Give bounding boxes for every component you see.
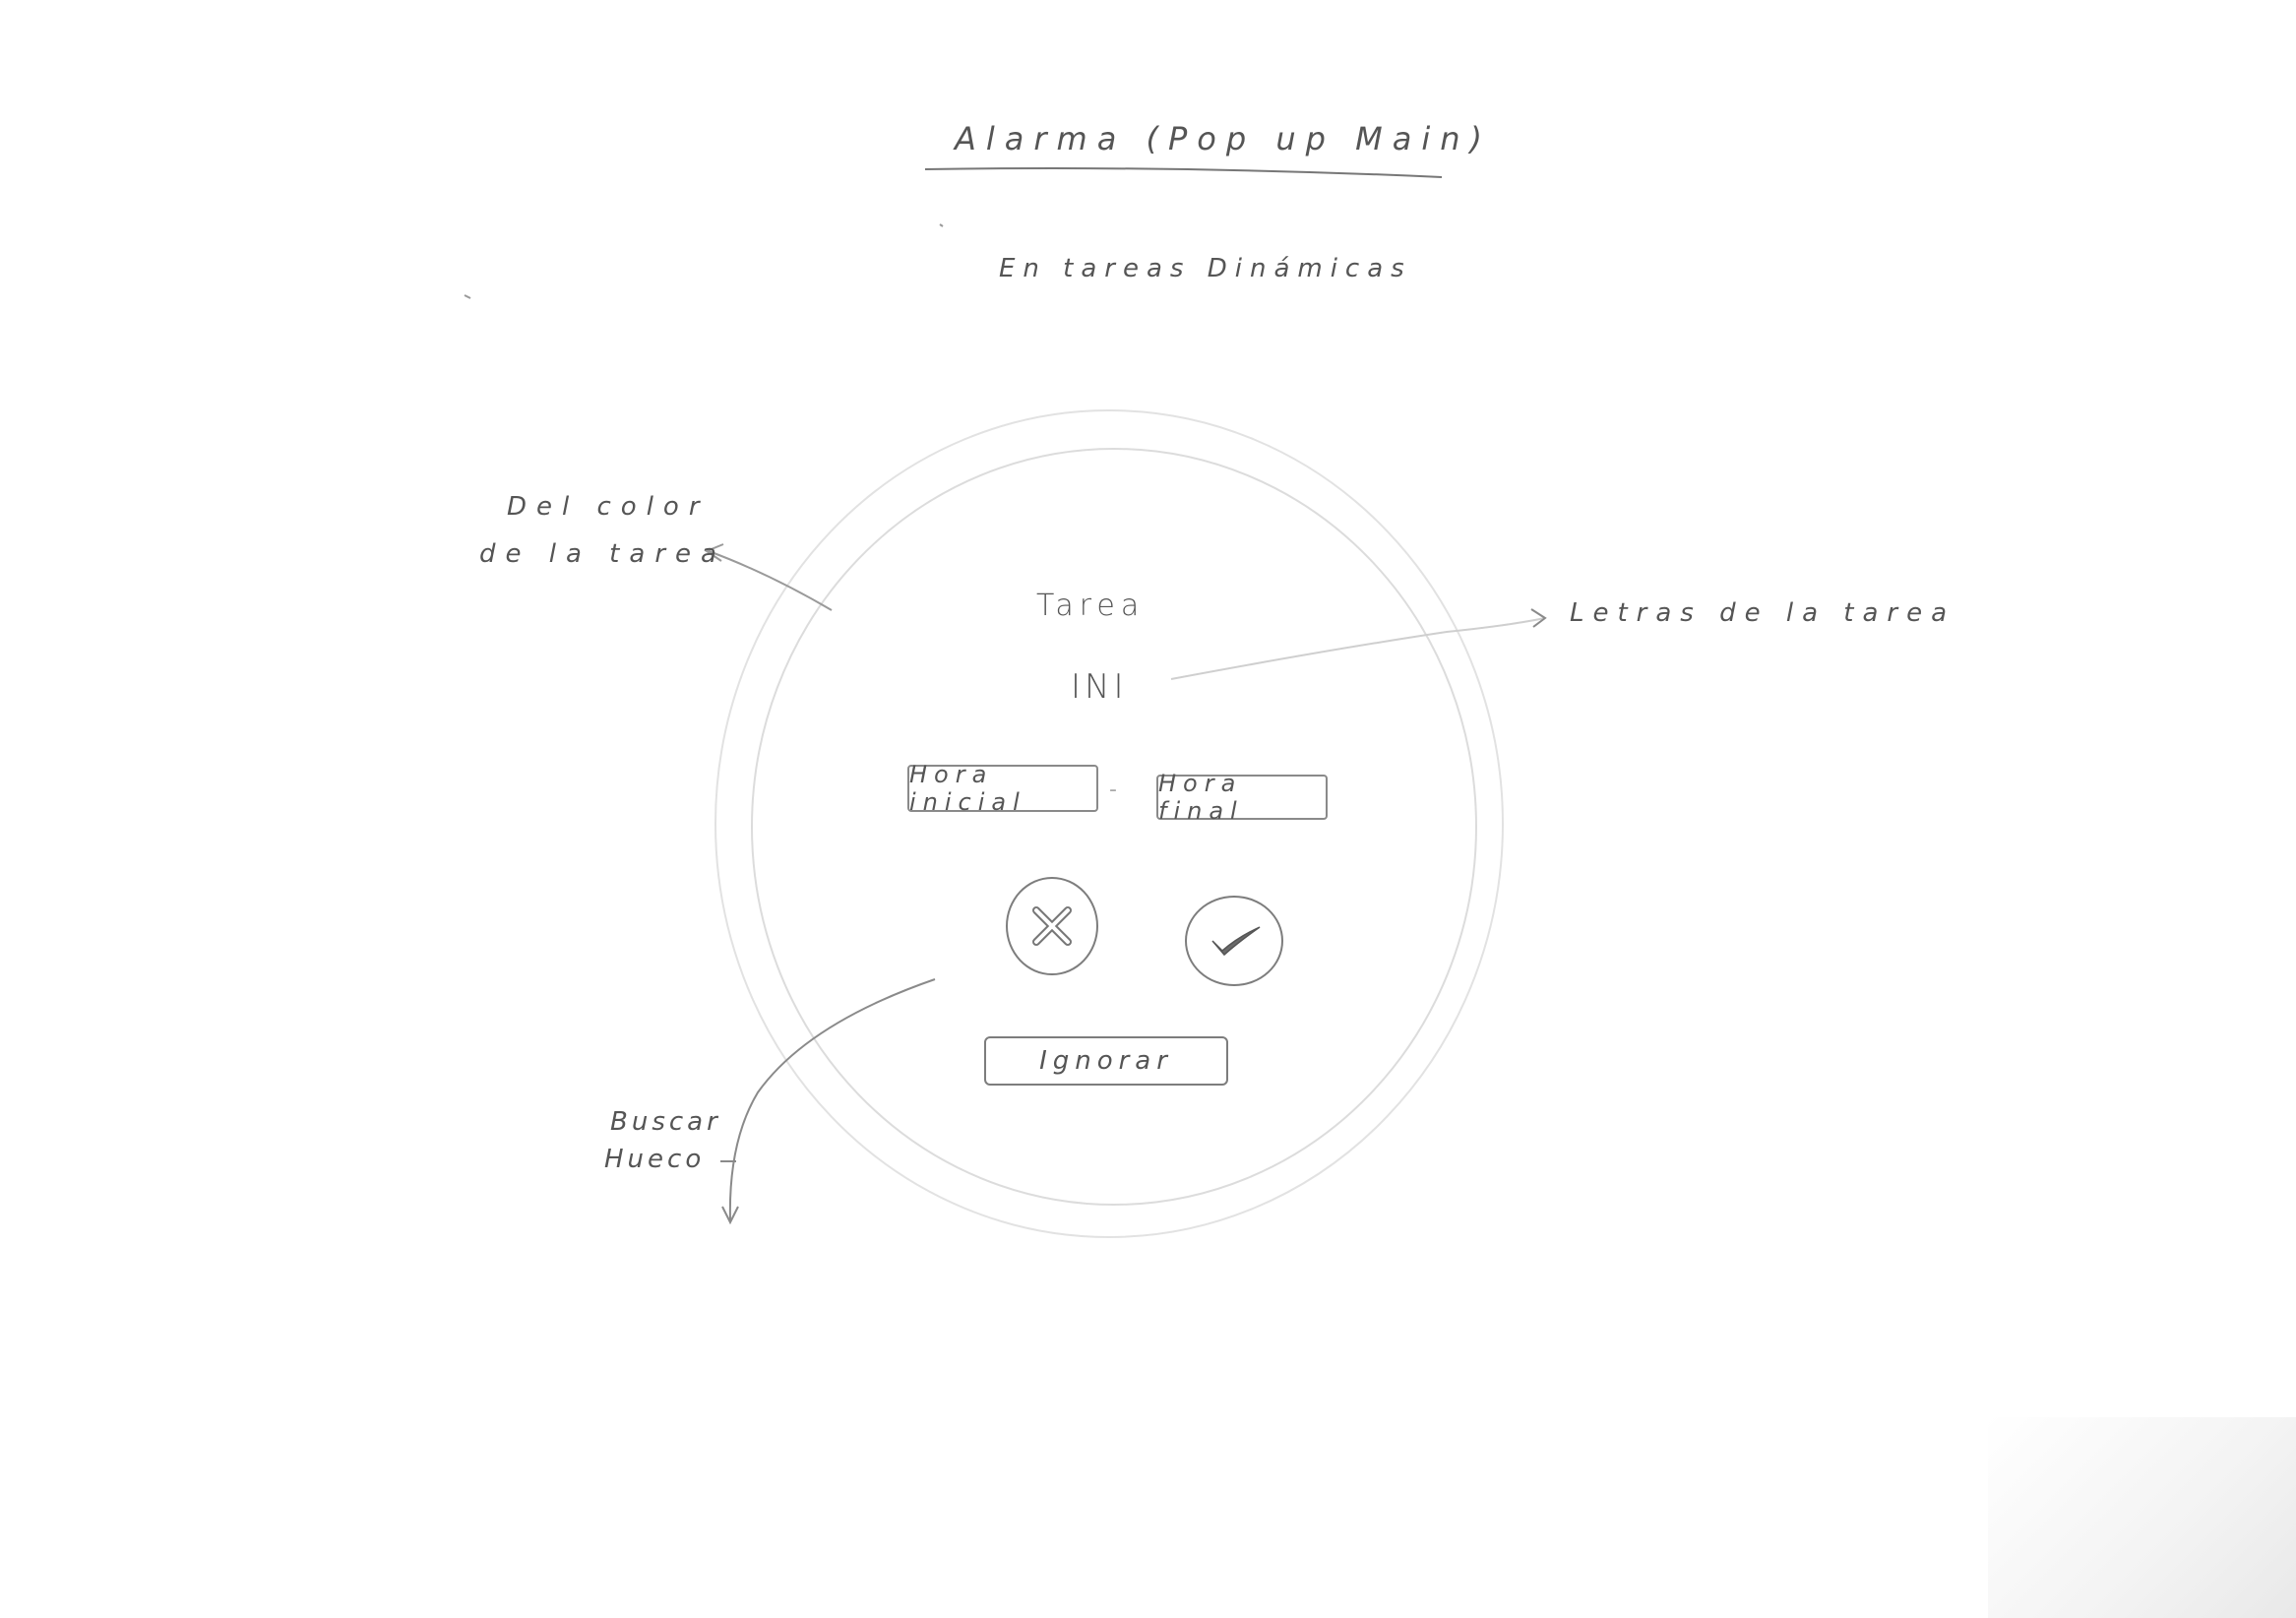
scan-shadow [1988,1417,2296,1618]
checkmark-icon [1211,926,1261,957]
ignore-button[interactable]: Ignorar [984,1036,1228,1086]
color-note-line1: Del color [507,492,710,522]
search-note-arrowhead [721,1206,739,1225]
time-separator: - [1109,778,1117,802]
search-note-line2: Hueco [604,1145,706,1174]
start-time-field[interactable]: Hora inicial [907,761,1098,816]
x-icon [1032,906,1072,946]
task-label: Tarea [1036,589,1146,623]
stray-mark [939,223,944,227]
title-underline [924,167,1443,178]
letters-note: Letras de la tarea [1570,598,1956,628]
popup-inner-circle [751,448,1477,1206]
color-note-line2: de la tarea [479,539,726,569]
task-abbreviation: INI [1071,667,1128,707]
sketch-title: Alarma (Pop up Main) [955,120,1492,157]
letters-note-line [1170,617,1546,680]
stray-mark [464,294,471,299]
accept-button[interactable] [1185,896,1283,986]
end-time-field[interactable]: Hora final [1156,770,1328,825]
sketch-subtitle: En tareas Dinámicas [999,254,1412,283]
reject-button[interactable] [1006,877,1098,975]
search-note-line1: Buscar [610,1107,721,1137]
search-note-arrow [728,978,936,1221]
popup-outer-circle [714,409,1504,1238]
color-note-arrow [708,550,833,611]
letters-note-arrowhead [1530,608,1547,628]
